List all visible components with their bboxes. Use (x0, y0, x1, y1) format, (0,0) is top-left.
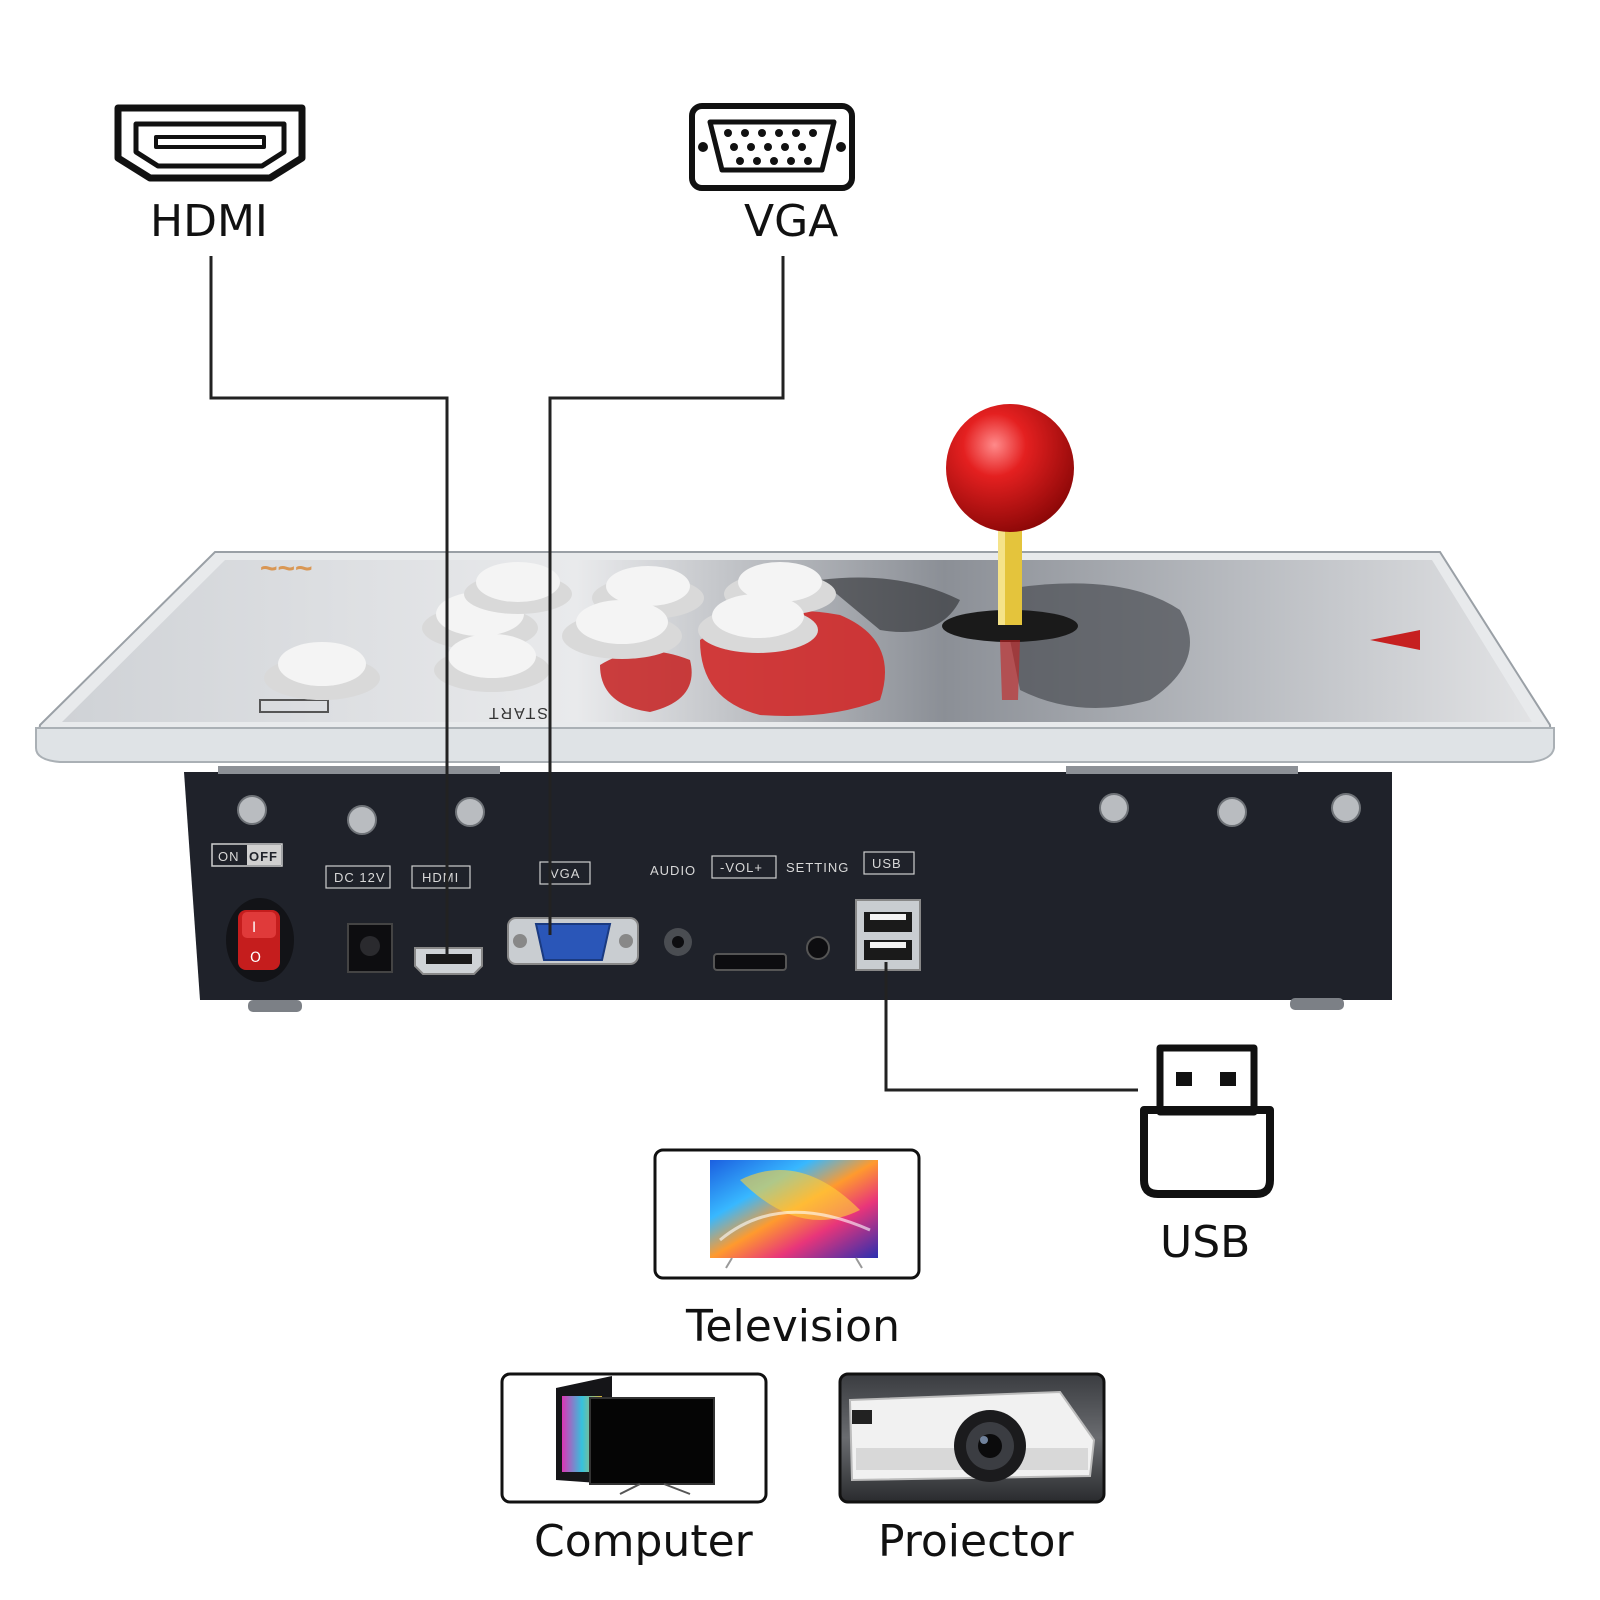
projector-box (838, 1372, 1106, 1504)
audio-jack (664, 928, 692, 956)
computer-box (500, 1372, 768, 1504)
joystick (942, 404, 1078, 700)
action-buttons (264, 562, 836, 700)
start-label: START (487, 704, 548, 721)
setting-button (806, 936, 830, 960)
computer-icon (556, 1376, 715, 1495)
usb-label: USB (1160, 1217, 1251, 1268)
usb-stick-icon (1140, 1044, 1274, 1198)
usb-port-label: USB (872, 856, 902, 871)
arcade-button (434, 634, 550, 692)
arcade-button (464, 562, 572, 614)
television-label: Television (686, 1301, 900, 1352)
arcade-button (698, 594, 818, 653)
vga-port (507, 917, 639, 965)
svg-text:I: I (252, 920, 256, 936)
power-off-label: OFF (249, 849, 278, 864)
projector-icon (848, 1390, 1096, 1482)
port-labels: ON OFF DC 12V HDMI VGA AUDIO -VOL+ SETTI… (211, 843, 915, 889)
arcade-button (592, 566, 704, 619)
audio-label: AUDIO (650, 863, 696, 878)
hdmi-connector-icon (114, 104, 306, 182)
svg-text:O: O (250, 950, 261, 966)
hdmi-port-label: HDMI (422, 870, 459, 885)
hdmi-port (414, 947, 483, 975)
projector-label: Proiector (878, 1516, 1074, 1567)
dc-jack (347, 923, 393, 973)
computer-label: Computer (534, 1516, 753, 1567)
volume-label: -VOL+ (720, 860, 763, 875)
screws (237, 793, 1361, 835)
vga-port-label: VGA (550, 866, 580, 881)
setting-label: SETTING (786, 860, 849, 875)
volume-rocker (713, 953, 787, 971)
hdmi-label: HDMI (150, 196, 268, 247)
dc-label: DC 12V (334, 870, 386, 885)
svg-text:~~~: ~~~ (260, 552, 313, 585)
power-switch: I O (226, 898, 294, 982)
connection-lines (209, 256, 1138, 1092)
arcade-console: ~~~ START (35, 404, 1555, 1012)
usb-ports (855, 899, 921, 971)
arcade-button (264, 642, 380, 700)
arcade-button (562, 600, 682, 659)
television-box (653, 1148, 921, 1280)
power-on-label: ON (218, 849, 240, 864)
vga-label: VGA (744, 196, 839, 247)
vga-connector-icon (689, 103, 855, 191)
